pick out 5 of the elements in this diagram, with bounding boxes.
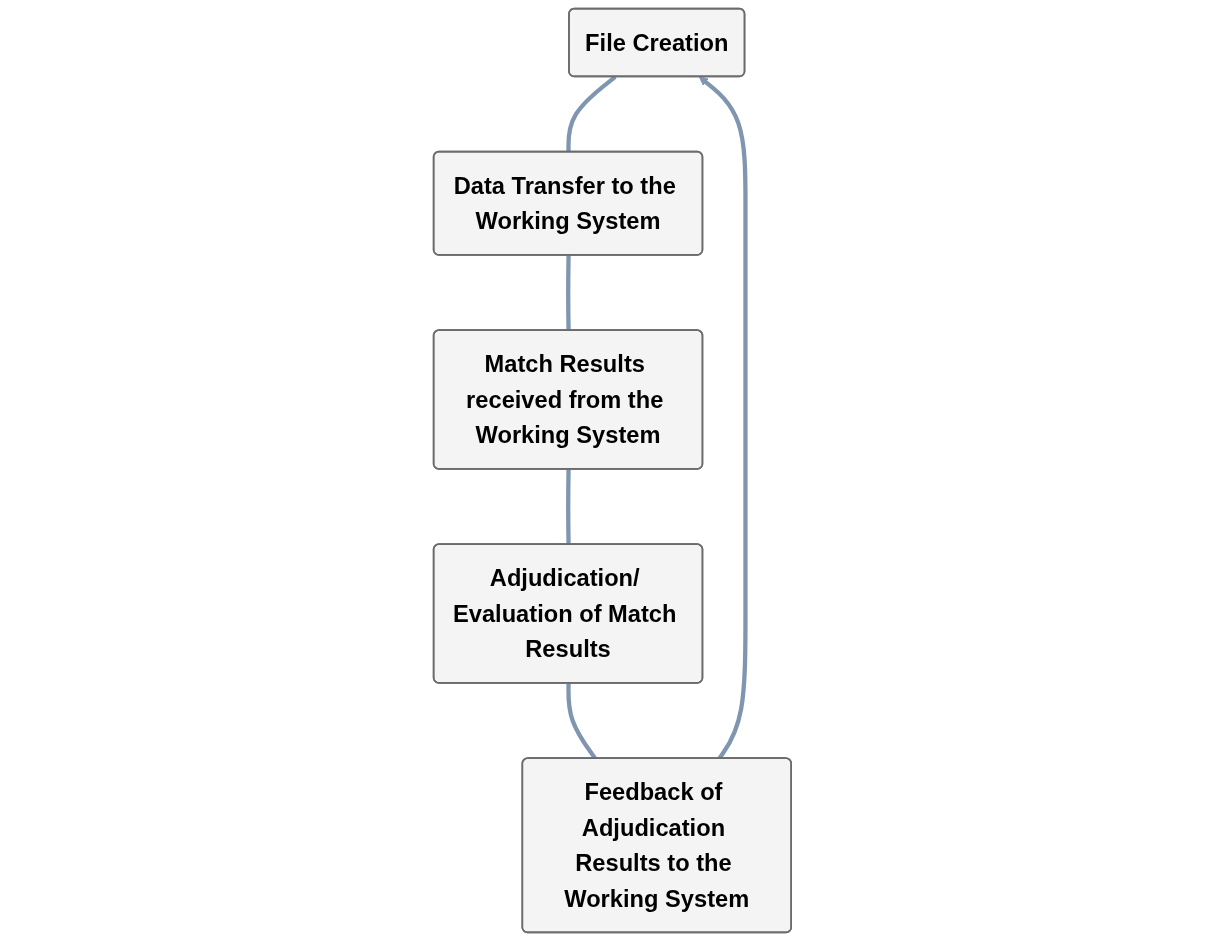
- connector: [566, 255, 571, 331]
- arrow: [699, 76, 748, 760]
- connector: [566, 683, 598, 760]
- connector: [566, 469, 571, 545]
- connector: [566, 75, 617, 153]
